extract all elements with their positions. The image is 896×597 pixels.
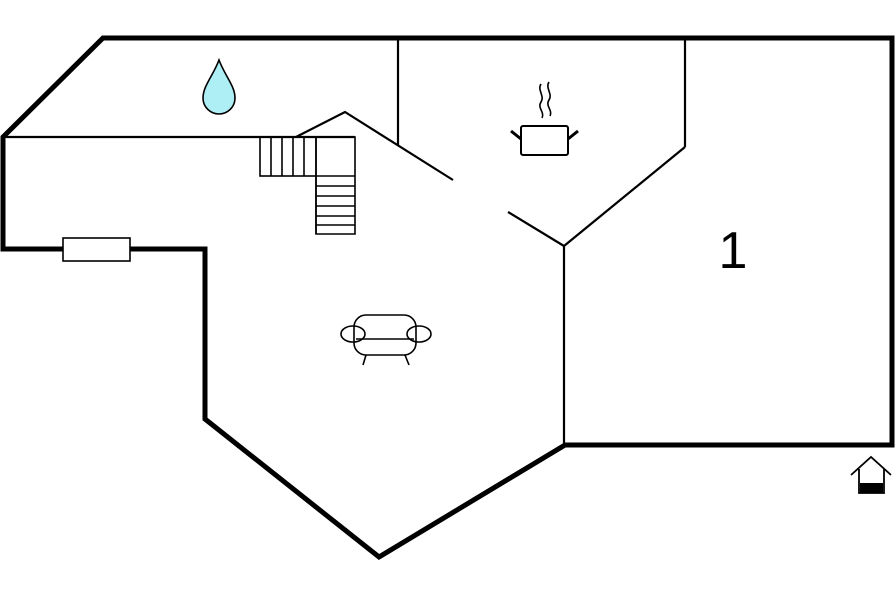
water-drop-icon — [202, 57, 236, 115]
staircase-icon — [259, 136, 356, 235]
radiator-icon — [62, 237, 131, 262]
entrance-icon — [850, 455, 892, 494]
room-number-label: 1 — [719, 222, 748, 280]
sofa-icon — [340, 314, 432, 366]
cooking-pot-icon — [510, 81, 579, 156]
outer-wall — [0, 35, 895, 561]
